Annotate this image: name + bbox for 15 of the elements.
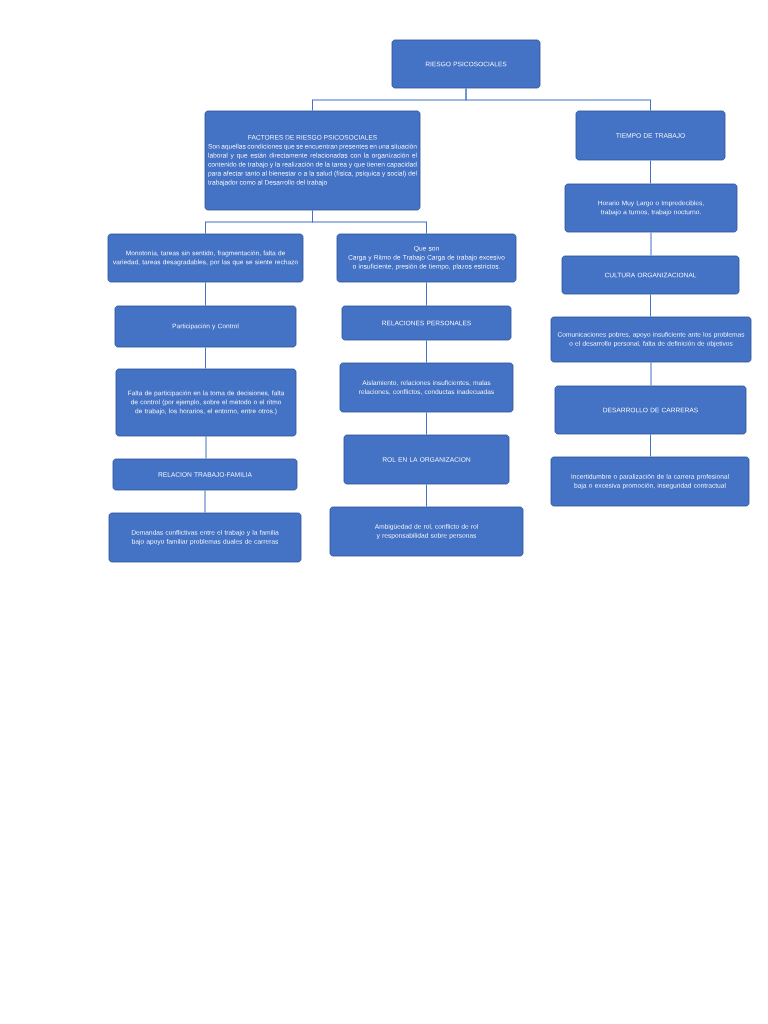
connector-line (426, 483, 427, 508)
connector-line (650, 361, 652, 387)
connector-line (426, 281, 427, 307)
connector-line (205, 346, 206, 370)
connector-line (426, 411, 427, 436)
connector-line (205, 435, 207, 460)
connector-line (650, 433, 651, 458)
connector-line (204, 489, 206, 514)
connector-line (312, 209, 427, 235)
connector-line (205, 281, 206, 307)
connector-line (650, 159, 651, 185)
connector-line (426, 339, 427, 364)
connector-line (650, 231, 652, 257)
connector-line (650, 293, 651, 318)
connector-line (465, 87, 651, 112)
